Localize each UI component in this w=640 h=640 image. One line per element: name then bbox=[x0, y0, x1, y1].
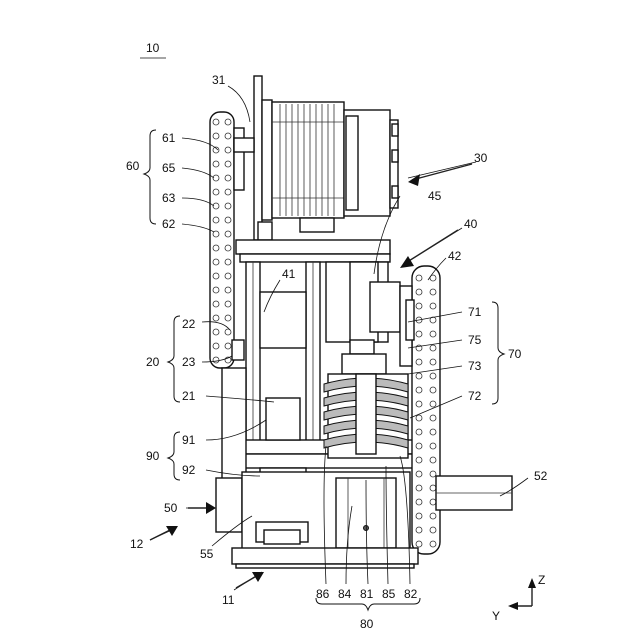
label-30: 30 bbox=[474, 151, 488, 165]
label-90: 90 bbox=[146, 449, 160, 463]
label-11: 11 bbox=[222, 593, 235, 607]
label-10: 10 bbox=[146, 41, 160, 55]
label-73: 73 bbox=[468, 359, 482, 373]
label-22: 22 bbox=[182, 317, 196, 331]
label-20: 20 bbox=[146, 355, 160, 369]
label-71: 71 bbox=[468, 305, 482, 319]
label-86: 86 bbox=[316, 587, 330, 601]
label-41: 41 bbox=[282, 267, 296, 281]
label-65: 65 bbox=[162, 161, 176, 175]
label-85: 85 bbox=[382, 587, 396, 601]
spring bbox=[324, 374, 408, 458]
axis-label-z: Z bbox=[538, 573, 545, 587]
lift-block bbox=[326, 262, 400, 374]
label-75: 75 bbox=[468, 333, 482, 347]
label-52: 52 bbox=[534, 469, 548, 483]
motor-unit bbox=[254, 76, 398, 240]
label-62: 62 bbox=[162, 217, 176, 231]
label-23: 23 bbox=[182, 355, 196, 369]
label-92: 92 bbox=[182, 463, 196, 477]
label-42: 42 bbox=[448, 249, 462, 263]
axis-indicator bbox=[508, 578, 536, 610]
label-81: 81 bbox=[360, 587, 374, 601]
label-72: 72 bbox=[468, 389, 482, 403]
label-60: 60 bbox=[126, 159, 140, 173]
label-61: 61 bbox=[162, 131, 176, 145]
label-45: 45 bbox=[428, 189, 442, 203]
label-50: 50 bbox=[164, 501, 178, 515]
axis-label-y: Y bbox=[492, 609, 500, 623]
label-91: 91 bbox=[182, 433, 196, 447]
label-63: 63 bbox=[162, 191, 176, 205]
label-82: 82 bbox=[404, 587, 418, 601]
label-55: 55 bbox=[200, 547, 214, 561]
label-12: 12 bbox=[130, 537, 144, 551]
label-40: 40 bbox=[464, 217, 478, 231]
label-21: 21 bbox=[182, 389, 196, 403]
label-70: 70 bbox=[508, 347, 522, 361]
base-housing bbox=[216, 472, 418, 568]
label-84: 84 bbox=[338, 587, 352, 601]
label-80: 80 bbox=[360, 617, 374, 631]
output-shaft bbox=[436, 476, 512, 510]
label-31: 31 bbox=[212, 73, 226, 87]
